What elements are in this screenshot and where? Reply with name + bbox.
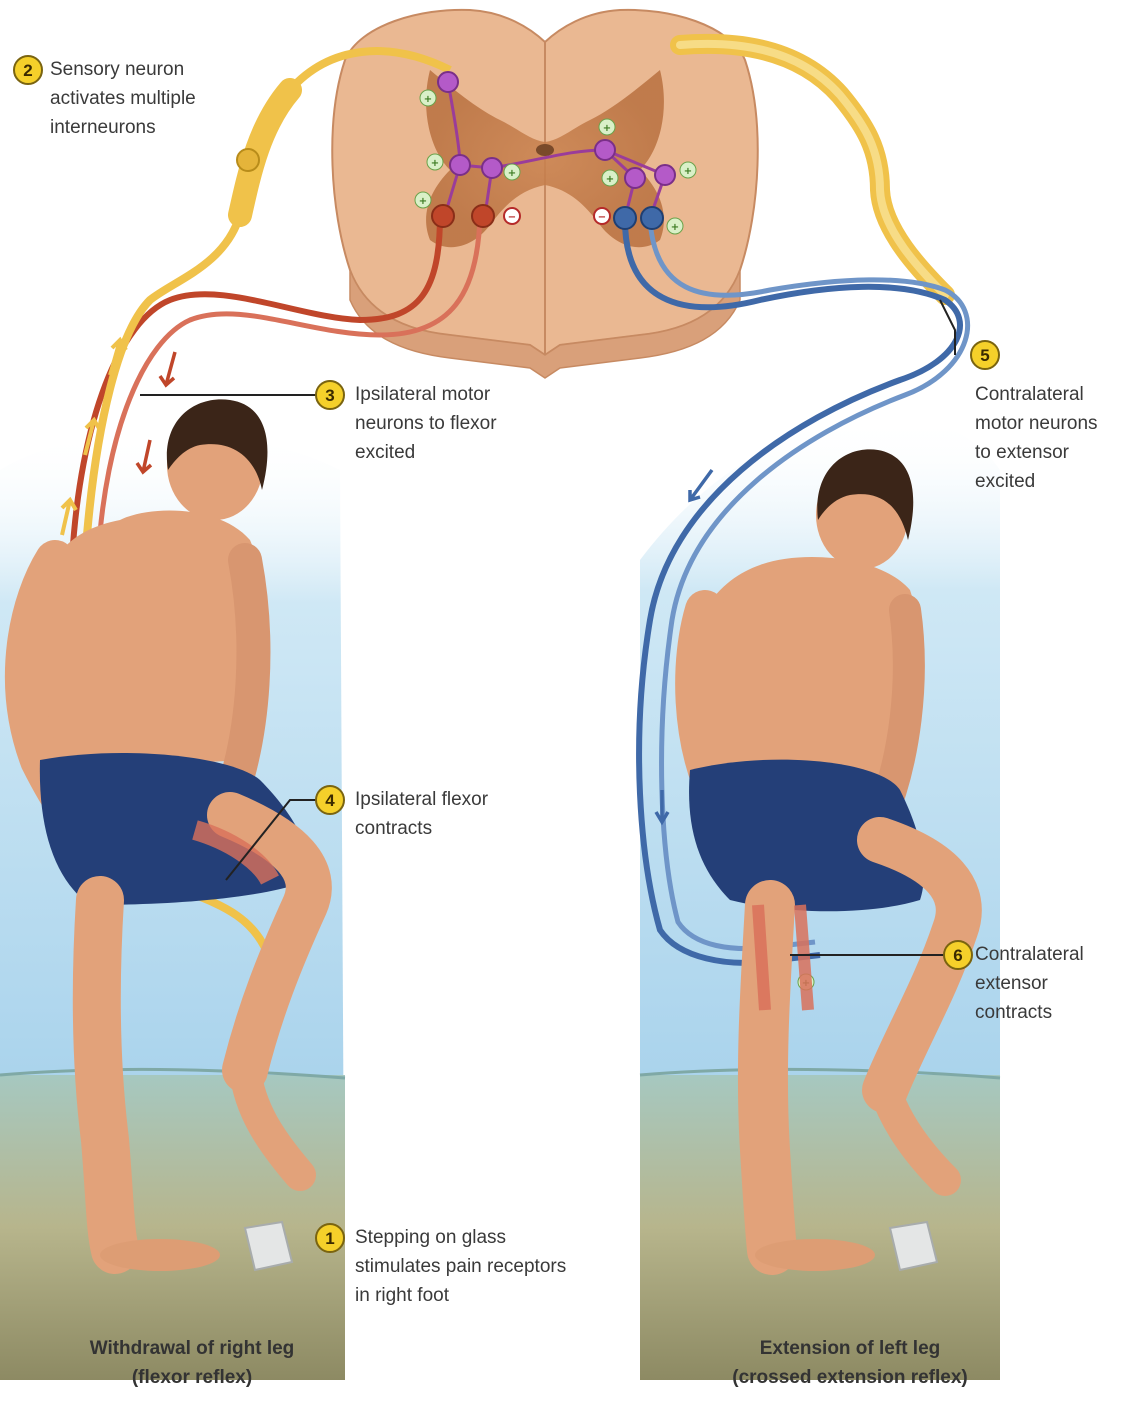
step-5-label: Contralateral motor neurons to extensor … <box>975 380 1098 496</box>
step-badge-5: 5 <box>971 341 999 369</box>
step-badge-3: 3 <box>316 381 344 409</box>
svg-text:+: + <box>606 174 614 185</box>
flexor-motor-neuron-soma <box>432 205 454 227</box>
step-6-label: Contralateral extensor contracts <box>975 940 1084 1027</box>
svg-text:+: + <box>419 196 427 207</box>
svg-text:2: 2 <box>23 61 32 80</box>
step-badge-2: 2 <box>14 56 42 84</box>
caption-left: Withdrawal of right leg (flexor reflex) <box>2 1334 382 1392</box>
svg-text:4: 4 <box>325 791 335 810</box>
interneuron <box>482 158 502 178</box>
inhibitory-synapse-icon: − <box>594 208 610 224</box>
svg-text:6: 6 <box>953 946 962 965</box>
step-2-label: Sensory neuron activates multiple intern… <box>50 55 196 142</box>
svg-text:+: + <box>508 168 516 179</box>
svg-text:1: 1 <box>325 1229 334 1248</box>
excitatory-synapse-icon: + <box>427 154 443 170</box>
excitatory-synapse-icon: + <box>602 170 618 186</box>
interneuron <box>450 155 470 175</box>
svg-text:−: − <box>508 212 516 223</box>
step-4-label: Ipsilateral flexor contracts <box>355 785 488 843</box>
interneuron <box>595 140 615 160</box>
step-1-label: Stepping on glass stimulates pain recept… <box>355 1223 566 1310</box>
svg-text:3: 3 <box>325 386 334 405</box>
interneuron <box>438 72 458 92</box>
step-3-label: Ipsilateral motor neurons to flexor exci… <box>355 380 497 467</box>
excitatory-synapse-icon: + <box>667 218 683 234</box>
excitatory-synapse-icon: + <box>420 90 436 106</box>
excitatory-synapse-icon: + <box>599 119 615 135</box>
svg-text:+: + <box>671 222 679 233</box>
flexor-motor-neuron-soma <box>472 205 494 227</box>
svg-text:5: 5 <box>980 346 989 365</box>
step-badge-6: 6 <box>944 941 972 969</box>
step-badge-1: 1 <box>316 1224 344 1252</box>
svg-text:−: − <box>598 212 606 223</box>
interneuron <box>655 165 675 185</box>
extensor-motor-neuron-soma <box>614 207 636 229</box>
excitatory-synapse-icon: + <box>680 162 696 178</box>
step-badge-4: 4 <box>316 786 344 814</box>
spinal-cord-cross-section <box>332 10 757 378</box>
excitatory-synapse-icon: + <box>415 192 431 208</box>
caption-right: Extension of left leg (crossed extension… <box>660 1334 1040 1392</box>
svg-text:+: + <box>603 123 611 134</box>
extensor-motor-neuron-soma <box>641 207 663 229</box>
excitatory-synapse-icon: + <box>504 164 520 180</box>
interneuron <box>625 168 645 188</box>
inhibitory-synapse-icon: − <box>504 208 520 224</box>
svg-text:+: + <box>684 166 692 177</box>
svg-text:+: + <box>431 158 439 169</box>
svg-text:+: + <box>424 94 432 105</box>
